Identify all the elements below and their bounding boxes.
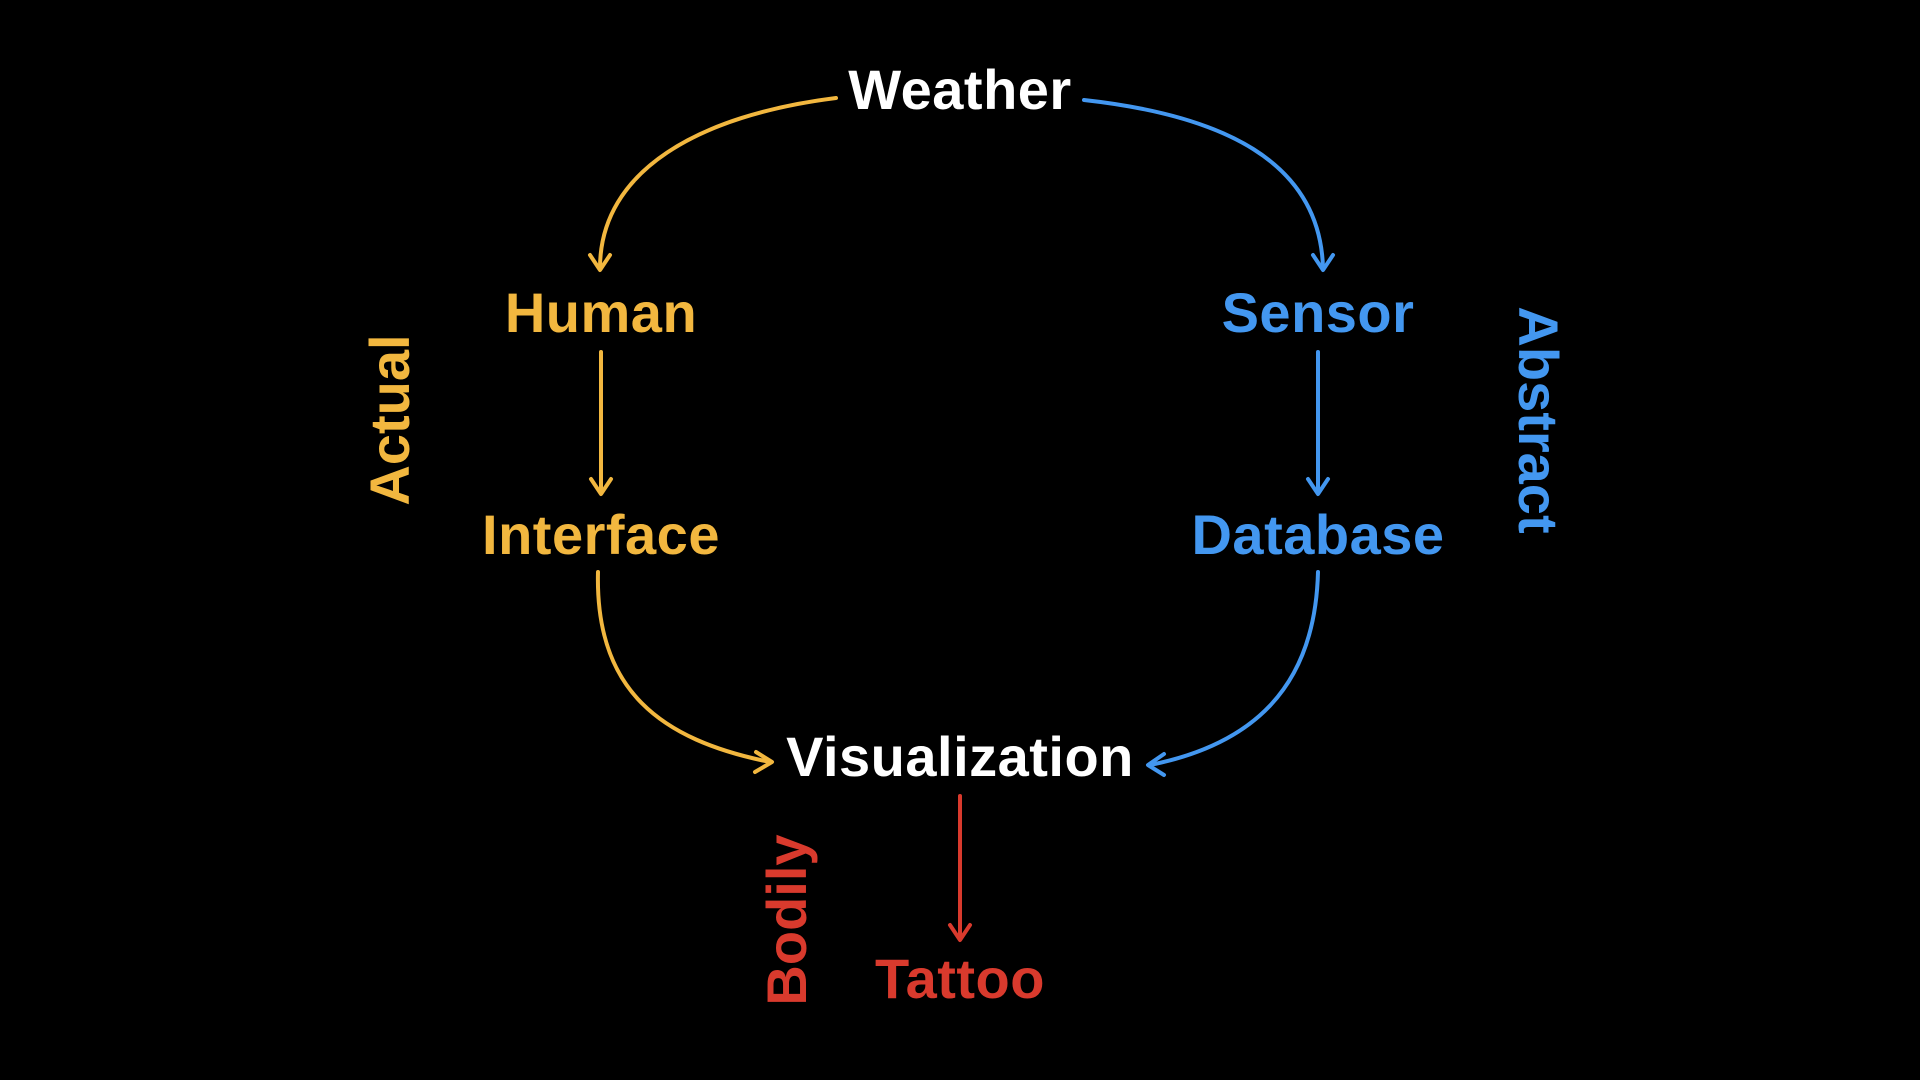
arrowhead-visualization-tattoo — [948, 923, 972, 942]
edge-weather-sensor — [1082, 98, 1325, 270]
label-abstract: Abstract — [1507, 306, 1570, 534]
arrowhead-sensor-database — [1306, 477, 1330, 496]
node-database: Database — [1191, 503, 1445, 566]
arrowhead-database-visualization — [1146, 752, 1166, 777]
label-actual: Actual — [358, 334, 421, 506]
node-tattoo: Tattoo — [875, 947, 1045, 1010]
label-bodily: Bodily — [755, 834, 818, 1006]
arrowhead-weather-sensor — [1311, 253, 1335, 272]
node-sensor: Sensor — [1221, 281, 1415, 344]
edge-database-visualization — [1148, 570, 1320, 767]
edge-weather-human — [598, 96, 838, 270]
node-interface: Interface — [482, 503, 720, 566]
arrowhead-interface-visualization — [753, 750, 774, 774]
arrowhead-weather-human — [588, 253, 612, 272]
edge-interface-visualization — [595, 570, 772, 764]
node-visualization: Visualization — [786, 725, 1134, 788]
arrowhead-human-interface — [589, 477, 613, 496]
node-human: Human — [504, 281, 698, 344]
node-weather: Weather — [848, 58, 1072, 121]
